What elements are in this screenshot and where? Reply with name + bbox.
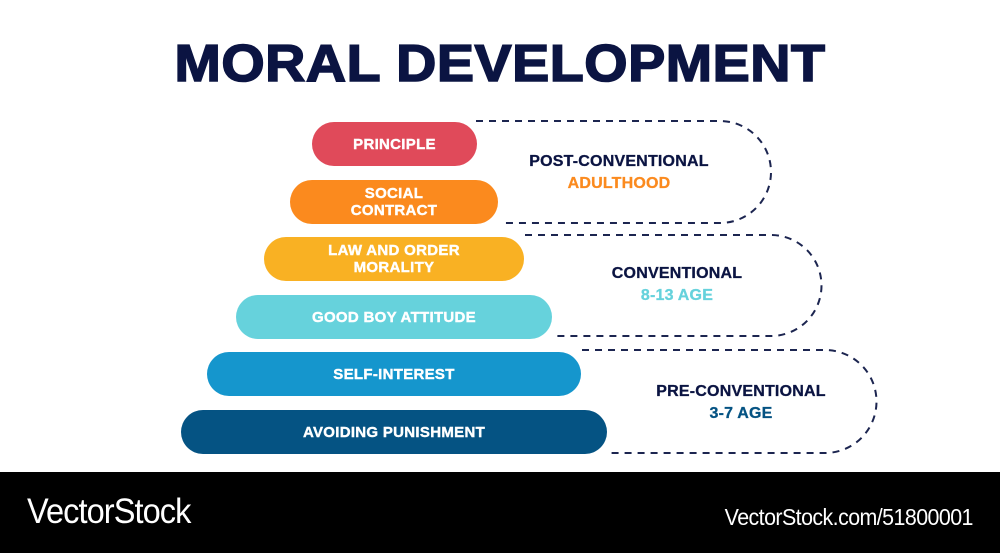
level-label-line2: MORALITY [353,259,435,276]
stage-age: ADULTHOOD [567,175,671,192]
level-good-boy-attitude: GOOD BOY ATTITUDE [236,295,552,339]
stage-age: 8-13 AGE [640,287,714,304]
level-principle: PRINCIPLE [312,122,477,166]
bracket-post-conventional [476,120,772,224]
level-label-line2: CONTRACT [350,202,438,219]
stage-name: PRE-CONVENTIONAL [656,383,826,400]
stage-conventional: CONVENTIONAL 8-13 AGE [580,263,774,307]
stage-pre-conventional: PRE-CONVENTIONAL 3-7 AGE [626,381,856,425]
level-label-line1: SOCIAL [364,185,424,202]
bracket-pre-conventional [582,349,878,454]
level-label: PRINCIPLE [353,135,436,153]
level-label: SELF-INTEREST [333,365,455,383]
level-label: GOOD BOY ATTITUDE [312,308,476,326]
page-title: MORAL DEVELOPMENT [174,34,826,94]
image-id-link: VectorStock.com/51800001 [724,504,974,530]
level-label: AVOIDING PUNISHMENT [302,423,486,441]
stage-age: 3-7 AGE [709,405,773,422]
bracket-conventional [525,234,823,337]
brand-logo: VectorStock [27,492,191,531]
level-avoiding-punishment: AVOIDING PUNISHMENT [181,410,607,454]
level-law-and-order: LAW AND ORDER MORALITY [264,237,524,281]
footer-bar: VectorStock VectorStock.com/51800001 [0,472,1000,553]
stage-name: POST-CONVENTIONAL [529,153,709,170]
stage-name: CONVENTIONAL [611,265,743,282]
level-social-contract: SOCIAL CONTRACT [290,180,498,224]
level-label-line1: LAW AND ORDER [328,242,460,259]
stage-post-conventional: POST-CONVENTIONAL ADULTHOOD [500,151,738,195]
level-self-interest: SELF-INTEREST [207,352,581,396]
